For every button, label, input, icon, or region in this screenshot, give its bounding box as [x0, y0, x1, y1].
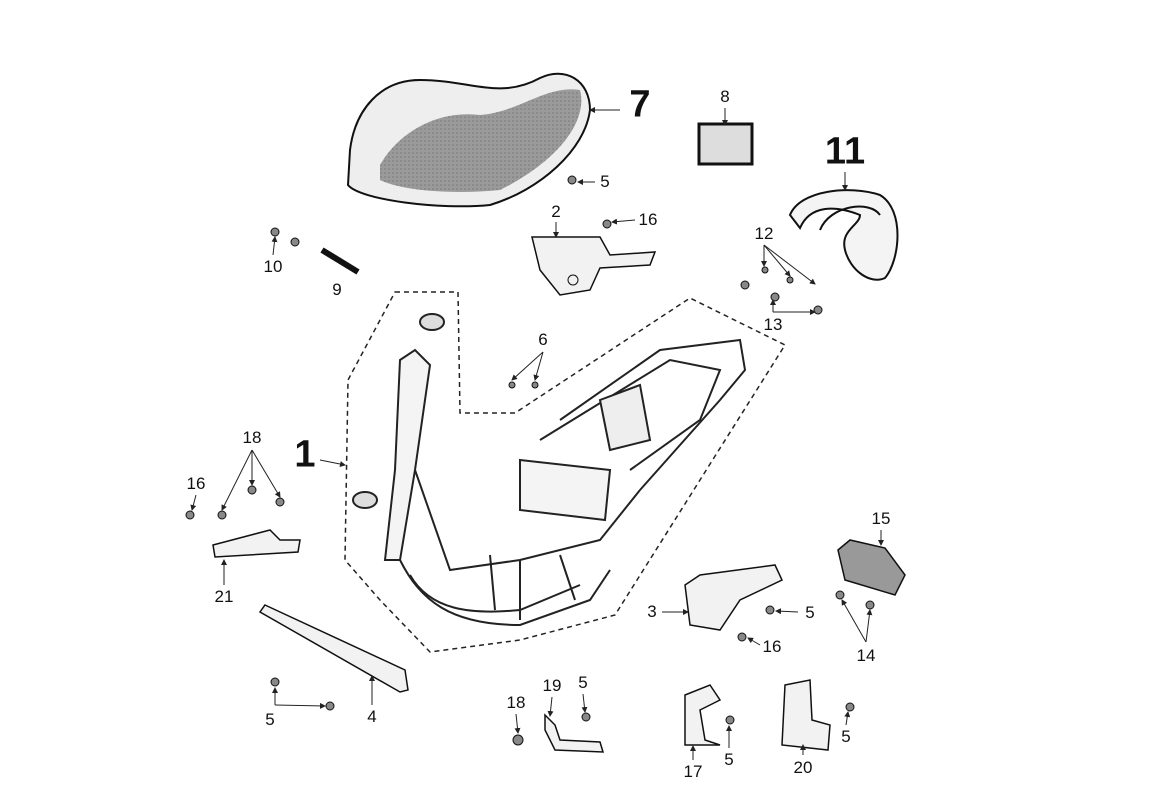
sticker-part — [697, 122, 754, 166]
callout-19: 19 — [542, 676, 562, 695]
bracket-2-part — [531, 236, 657, 296]
bracket-hole — [567, 274, 579, 286]
bracket-20-part — [781, 679, 831, 751]
seat-part — [346, 72, 592, 208]
callout-1: 1 — [294, 433, 316, 476]
callout-6: 6 — [538, 330, 548, 349]
bracket-15-part — [837, 539, 906, 596]
callout-8: 8 — [720, 87, 730, 106]
grab-handle-part — [788, 189, 899, 281]
callout-18: 18 — [242, 428, 262, 447]
callout-5: 5 — [805, 603, 815, 622]
callout-10: 10 — [263, 257, 283, 276]
bracket-21-part — [212, 529, 301, 558]
bracket-17-part — [684, 684, 722, 746]
callout-20: 20 — [793, 758, 813, 777]
callout-5: 5 — [265, 710, 275, 729]
callout-18: 18 — [506, 693, 526, 712]
callout-16: 16 — [638, 210, 658, 229]
callout-4: 4 — [367, 707, 377, 726]
bolt-9-part — [320, 247, 360, 275]
crossbar-4-part — [258, 604, 409, 693]
frame-part — [352, 313, 747, 627]
callout-5: 5 — [724, 750, 734, 769]
callout-13: 13 — [763, 315, 783, 334]
callout-9: 9 — [332, 280, 342, 299]
callout-21: 21 — [214, 587, 234, 606]
callout-17: 17 — [683, 762, 703, 781]
callout-16: 16 — [186, 474, 206, 493]
cover-3-part — [684, 564, 783, 631]
callout-14: 14 — [856, 646, 876, 665]
bracket-19-part — [544, 713, 605, 753]
callout-5: 5 — [841, 727, 851, 746]
callout-12: 12 — [754, 224, 774, 243]
callout-7: 7 — [629, 83, 651, 126]
callout-5: 5 — [600, 172, 610, 191]
frame-group-outline — [344, 291, 787, 653]
callout-5: 5 — [578, 673, 588, 692]
callout-15: 15 — [871, 509, 891, 528]
callout-16: 16 — [762, 637, 782, 656]
callout-2: 2 — [551, 202, 561, 221]
callout-11: 11 — [824, 130, 866, 173]
callout-3: 3 — [647, 602, 657, 621]
leader-lines — [190, 107, 884, 760]
